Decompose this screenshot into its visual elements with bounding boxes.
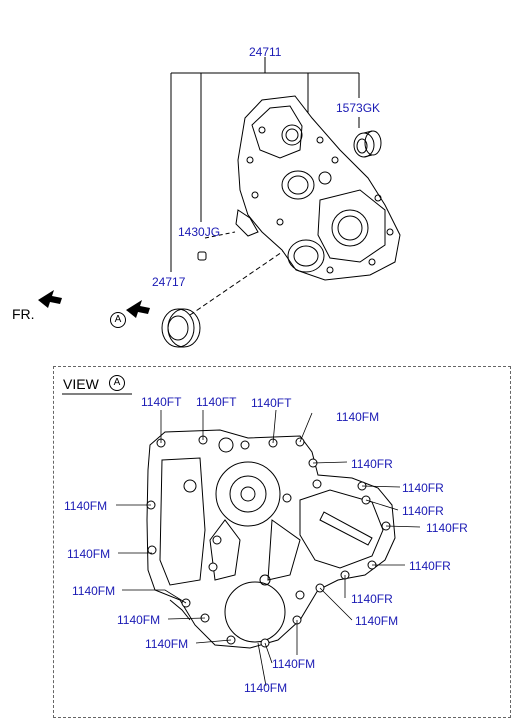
bolt-1140fr-label[interactable]: 1140FR (402, 504, 444, 518)
bolt-1140fm-label[interactable]: 1140FM (336, 410, 380, 424)
bolt-1140fm-label[interactable]: 1140FM (244, 681, 288, 695)
bearing-drawing (353, 130, 382, 158)
view-leader-lines (116, 409, 421, 687)
bolt-1140fm-label[interactable]: 1140FM (355, 614, 399, 628)
bolt-1140fr-label[interactable]: 1140FR (351, 457, 393, 471)
front-label: FR. (12, 306, 35, 322)
bolt-1140fr-label[interactable]: 1140FR (426, 521, 468, 535)
bolt-1140fr-label[interactable]: 1140FR (351, 592, 393, 606)
part-24717-label[interactable]: 24717 (152, 275, 186, 289)
view-cover-drawing (146, 429, 396, 649)
bolt-1140fm-label[interactable]: 1140FM (67, 547, 111, 561)
front-cover-drawing (235, 95, 401, 281)
bolt-1140fr-label[interactable]: 1140FR (409, 559, 451, 573)
dowel-pin-drawing (197, 251, 207, 261)
bolt-1140ft-label[interactable]: 1140FT (141, 395, 182, 409)
view-marker-a: A (110, 312, 126, 328)
view-title-marker: A (109, 375, 125, 391)
part-1573gk-label[interactable]: 1573GK (336, 101, 381, 115)
view-a-frame (53, 366, 511, 718)
cover-leader-lines (170, 57, 360, 316)
bolt-1140fm-label[interactable]: 1140FM (117, 613, 161, 627)
bolt-1140fm-label[interactable]: 1140FM (145, 637, 189, 651)
bolt-1140fm-label[interactable]: 1140FM (72, 584, 116, 598)
part-24711-label[interactable]: 24711 (249, 45, 282, 59)
part-1430jg-label[interactable]: 1430JG (178, 225, 221, 239)
bolt-1140ft-label[interactable]: 1140FT (196, 395, 237, 409)
view-title: VIEW (63, 376, 99, 392)
bolt-1140ft-label[interactable]: 1140FT (251, 396, 292, 410)
oil-seal-drawing (161, 308, 201, 348)
view-direction-arrow-icon (126, 300, 150, 318)
bolt-1140fr-label[interactable]: 1140FR (402, 481, 444, 495)
front-arrow-icon (38, 290, 62, 308)
bolt-1140fm-label[interactable]: 1140FM (272, 657, 316, 671)
bolt-1140fm-label[interactable]: 1140FM (64, 499, 108, 513)
